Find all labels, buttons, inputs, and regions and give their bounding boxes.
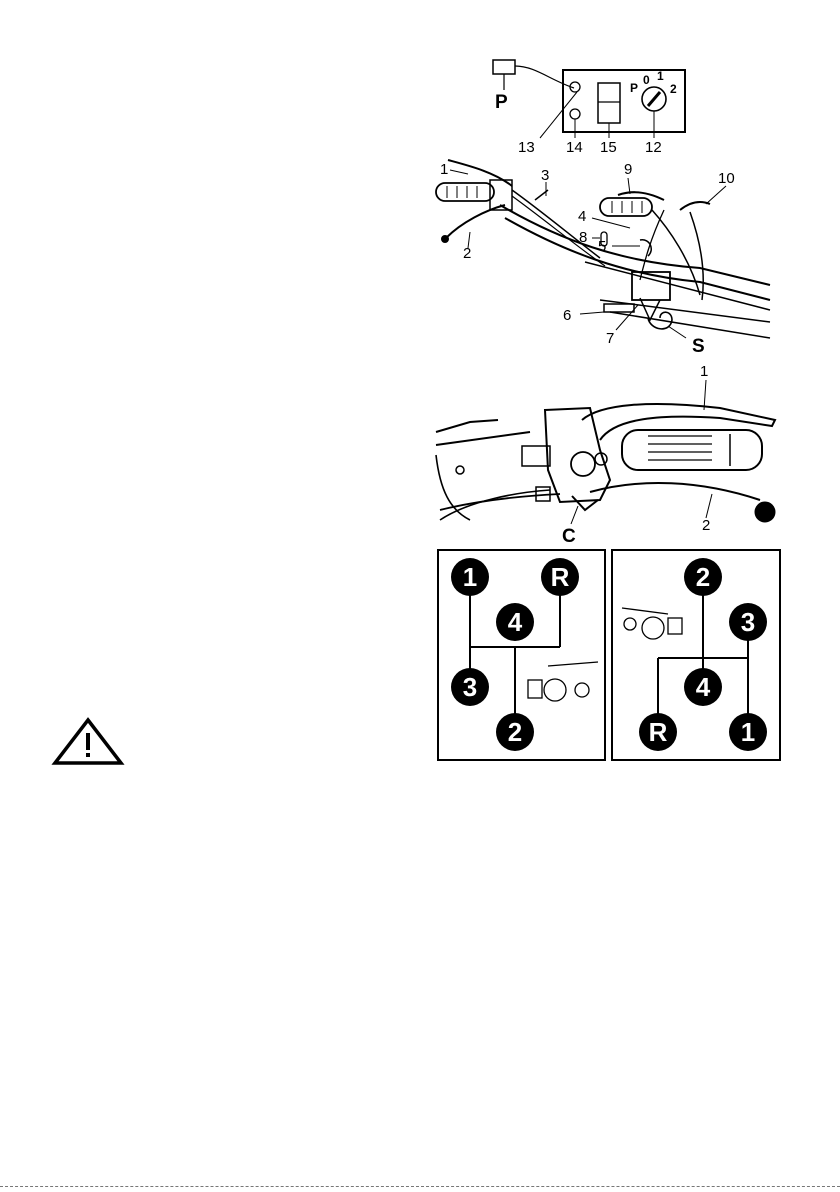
warning-triangle-icon (55, 720, 121, 763)
svg-text:2: 2 (696, 562, 710, 592)
gear-ball-3-right: 3 (729, 603, 767, 641)
callout-12: 12 (645, 139, 662, 156)
clutch-lever-1 (582, 404, 775, 440)
callout-c-detail: C (562, 526, 576, 547)
callout-13: 13 (518, 139, 535, 156)
part-6 (604, 304, 634, 312)
gear-ball-1-right: 1 (729, 713, 767, 751)
switch-15 (598, 83, 620, 123)
adjuster-c (572, 496, 598, 510)
right-grip (600, 198, 652, 216)
svg-text:R: R (551, 562, 570, 592)
gear-ball-2-right: 2 (684, 558, 722, 596)
key-mark-1: 1 (657, 69, 664, 83)
callout-1-overview: 1 (440, 161, 448, 178)
gear-ball-4-right: 4 (684, 668, 722, 706)
callout-10-overview: 10 (718, 170, 735, 187)
indicator-light-14 (570, 109, 580, 119)
gear-ball-r-left: R (541, 558, 579, 596)
callout-3-overview: 3 (541, 167, 549, 184)
gear-pattern-left: 1 R 4 3 2 (438, 550, 605, 760)
tractor-sketch-left (528, 662, 598, 701)
gear-ball-2-left: 2 (496, 713, 534, 751)
connector-plug (493, 60, 515, 74)
callout-1-detail: 1 (700, 363, 708, 380)
callout-14: 14 (566, 139, 583, 156)
callout-s-overview: S (692, 336, 705, 357)
callout-8-overview: 8 (579, 229, 587, 246)
gear-ball-1-left: 1 (451, 558, 489, 596)
callout-5-overview: 5 (598, 238, 606, 255)
key-mark-0: 0 (643, 73, 650, 87)
lever-10 (680, 202, 710, 210)
callout-2-detail: 2 (702, 517, 710, 534)
svg-text:2: 2 (508, 717, 522, 747)
svg-text:1: 1 (463, 562, 477, 592)
gear-ball-3-left: 3 (451, 668, 489, 706)
svg-text:3: 3 (741, 607, 755, 637)
callout-9-overview: 9 (624, 161, 632, 178)
ignition-key-slot (648, 92, 660, 106)
callout-2-overview: 2 (463, 245, 471, 262)
gear-pattern-right: 2 3 4 R 1 (612, 550, 780, 760)
svg-text:4: 4 (508, 607, 523, 637)
svg-text:4: 4 (696, 672, 711, 702)
clutch-lever-2 (590, 483, 760, 500)
callout-15: 15 (600, 139, 617, 156)
callout-6-overview: 6 (563, 307, 571, 324)
left-grip (436, 183, 494, 201)
label-p: P (495, 92, 508, 113)
clutch-housing (545, 408, 610, 502)
page-bottom-rule (0, 1186, 840, 1187)
key-mark-p: P (630, 81, 638, 95)
svg-text:1: 1 (741, 717, 755, 747)
clutch-lever-detail-diagram (436, 380, 775, 524)
gear-ball-4-left: 4 (496, 603, 534, 641)
control-panel-diagram: P 0 1 2 P 13 14 15 12 (493, 60, 685, 156)
svg-text:R: R (649, 717, 668, 747)
tractor-sketch-right (622, 608, 682, 639)
panel-box (563, 70, 685, 132)
callout-7-overview: 7 (606, 330, 614, 347)
key-mark-2: 2 (670, 82, 677, 96)
svg-text:3: 3 (463, 672, 477, 702)
callout-4-overview: 4 (578, 208, 586, 225)
gear-ball-r-right: R (639, 713, 677, 751)
